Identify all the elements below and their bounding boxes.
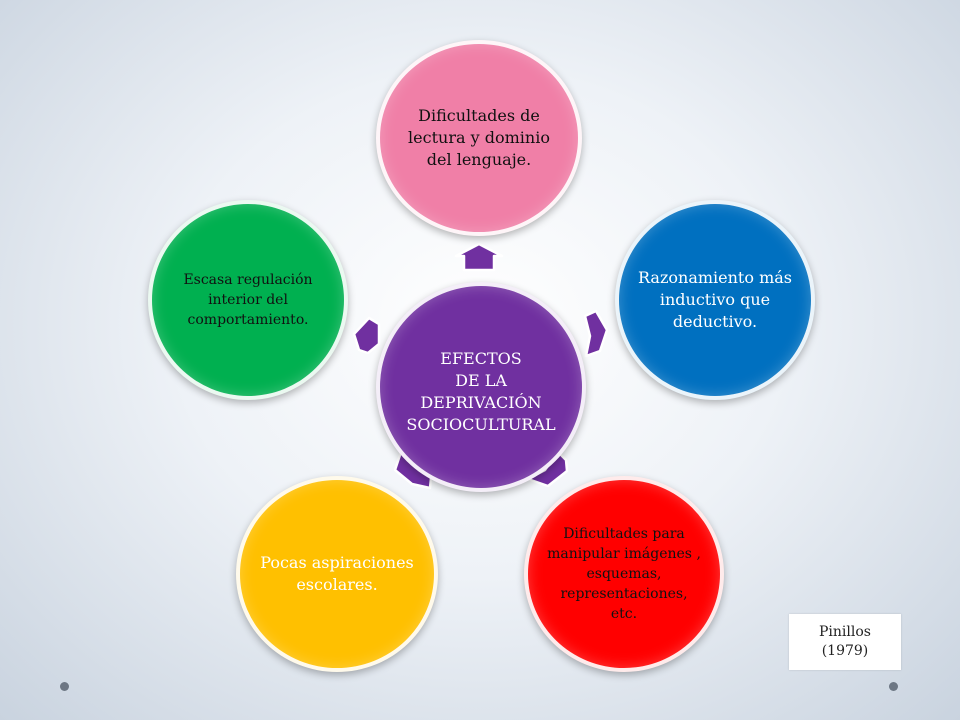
arrow-to-right [583, 309, 609, 358]
arrow-to-left [352, 316, 381, 355]
node-right-label: Razonamiento más inductivo que deductivo… [638, 268, 792, 331]
node-bottom-right-label: Dificultades para manipular imágenes , e… [547, 526, 701, 622]
node-right: Razonamiento más inductivo que deductivo… [615, 200, 815, 400]
center-node-label: EFECTOS DE LA DEPRIVACIÓN SOCIOCULTURAL [406, 349, 556, 434]
node-bottom-right: Dificultades para manipular imágenes , e… [524, 476, 724, 672]
node-left: Escasa regulación interior del comportam… [148, 200, 348, 400]
node-top-label: Dificultades de lectura y dominio del le… [408, 106, 550, 169]
node-bottom-left-label: Pocas aspiraciones escolares. [260, 553, 414, 594]
arrow-to-top [454, 242, 504, 272]
decorative-dot-right [889, 682, 898, 691]
node-left-label: Escasa regulación interior del comportam… [183, 272, 313, 328]
node-top: Dificultades de lectura y dominio del le… [376, 40, 582, 236]
center-node: EFECTOS DE LA DEPRIVACIÓN SOCIOCULTURAL [376, 282, 586, 492]
node-bottom-left: Pocas aspiraciones escolares. [236, 476, 438, 672]
citation-text: Pinillos (1979) [819, 624, 871, 659]
citation-box: Pinillos (1979) [789, 614, 901, 670]
decorative-dot-left [60, 682, 69, 691]
